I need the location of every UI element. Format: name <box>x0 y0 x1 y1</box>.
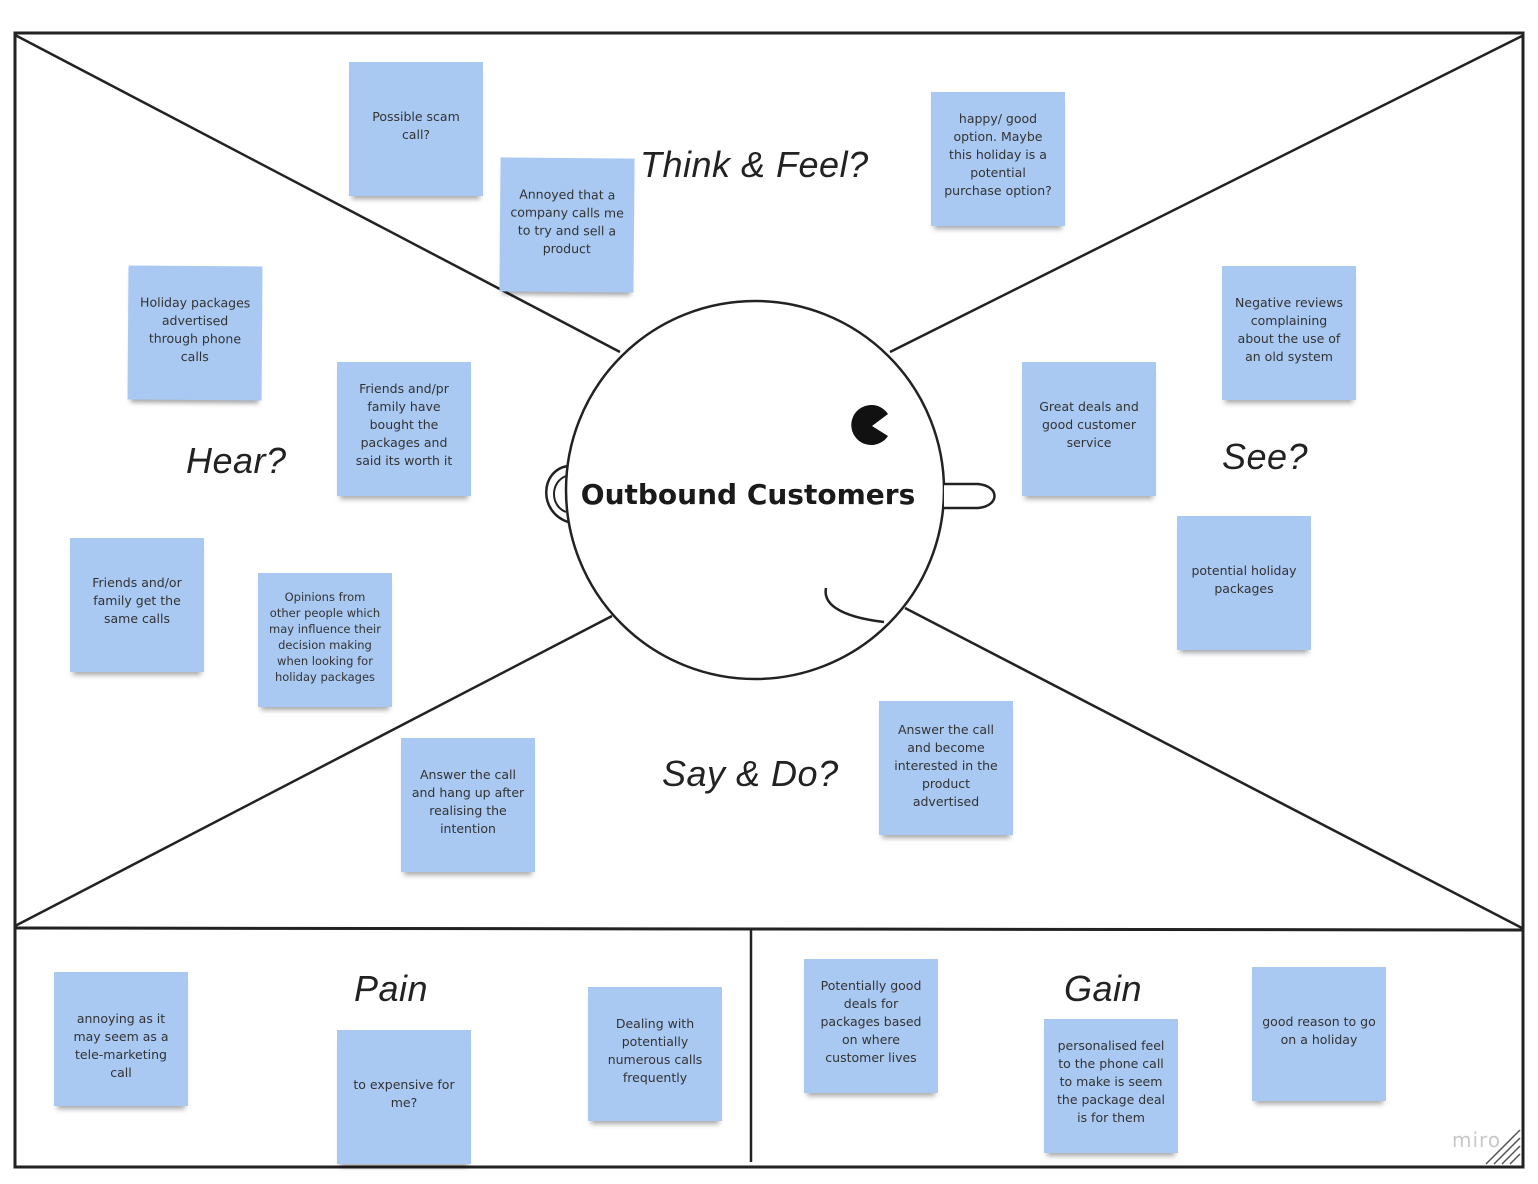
sticky-note-text: Opinions from other people which may inf… <box>269 590 381 684</box>
sticky-note[interactable]: Holiday packages advertised through phon… <box>127 265 263 401</box>
sticky-note[interactable]: Possible scam call? <box>349 62 483 196</box>
section-label-gain: Gain <box>1064 968 1143 1009</box>
sticky-note[interactable]: Answer the call and become interested in… <box>879 701 1013 835</box>
sticky-note-text: good reason to go on a holiday <box>1262 1014 1376 1047</box>
ear-icon <box>545 464 569 524</box>
sticky-note[interactable]: to expensive for me? <box>337 1030 471 1164</box>
nose-icon <box>944 482 996 510</box>
eye-icon <box>851 404 888 445</box>
sticky-note-text: Potentially good deals for packages base… <box>820 978 922 1065</box>
sticky-note-text: annoying as it may seem as a tele-market… <box>73 1011 169 1080</box>
sticky-note[interactable]: personalised feel to the phone call to m… <box>1044 1019 1178 1153</box>
sticky-note[interactable]: Friends and/or family get the same calls <box>70 538 204 672</box>
sticky-note[interactable]: annoying as it may seem as a tele-market… <box>54 972 188 1106</box>
sticky-note[interactable]: Answer the call and hang up after realis… <box>401 738 535 872</box>
sticky-note-text: Answer the call and become interested in… <box>894 722 998 809</box>
sticky-note[interactable]: happy/ good option. Maybe this holiday i… <box>931 92 1065 226</box>
sticky-note-text: Dealing with potentially numerous calls … <box>607 1016 703 1085</box>
section-label-pain: Pain <box>354 968 429 1009</box>
sticky-note[interactable]: Friends and/pr family have bought the pa… <box>337 362 471 496</box>
sticky-note[interactable]: Annoyed that a company calls me to try a… <box>499 157 635 293</box>
section-label-see: See? <box>1222 436 1309 477</box>
miro-watermark: miro <box>1452 1128 1502 1152</box>
sticky-note[interactable]: potential holiday packages <box>1177 516 1311 650</box>
sticky-note-text: Friends and/or family get the same calls <box>92 575 182 626</box>
sticky-note-text: to expensive for me? <box>353 1077 455 1110</box>
sticky-note-text: Holiday packages advertised through phon… <box>140 294 251 365</box>
sticky-note[interactable]: Opinions from other people which may inf… <box>258 573 392 707</box>
persona-title: Outbound Customers <box>580 478 916 511</box>
sticky-note-text: Annoyed that a company calls me to try a… <box>510 186 624 257</box>
sticky-note-text: happy/ good option. Maybe this holiday i… <box>944 111 1052 198</box>
diagonal-top-right <box>889 34 1523 354</box>
section-label-hear: Hear? <box>186 440 287 481</box>
sticky-note[interactable]: Great deals and good customer service <box>1022 362 1156 496</box>
sticky-note-text: personalised feel to the phone call to m… <box>1057 1038 1165 1125</box>
sticky-note-text: Possible scam call? <box>372 109 460 142</box>
sticky-note-text: Friends and/pr family have bought the pa… <box>355 381 453 468</box>
diagonal-bottom-left <box>14 614 613 928</box>
outer-frame <box>13 31 1525 1169</box>
pain-gain-separator <box>14 926 1524 932</box>
sticky-note[interactable]: good reason to go on a holiday <box>1252 967 1386 1101</box>
sticky-note-text: Answer the call and hang up after realis… <box>411 767 525 836</box>
sticky-note-text: Great deals and good customer service <box>1039 399 1139 450</box>
mouth-icon <box>824 587 885 624</box>
sticky-note[interactable]: Potentially good deals for packages base… <box>804 959 938 1093</box>
diagonal-top-left <box>14 33 621 354</box>
diagonal-bottom-right <box>904 606 1523 930</box>
sticky-note[interactable]: Negative reviews complaining about the u… <box>1222 266 1356 400</box>
section-label-think-feel: Think & Feel? <box>640 144 869 185</box>
ear-inner-icon <box>553 475 567 513</box>
sticky-note[interactable]: Dealing with potentially numerous calls … <box>588 987 722 1121</box>
sticky-note-text: Negative reviews complaining about the u… <box>1235 295 1343 364</box>
resize-handle-icon <box>1485 1129 1521 1165</box>
sticky-note-text: potential holiday packages <box>1191 563 1297 596</box>
section-label-say-do: Say & Do? <box>662 753 839 794</box>
